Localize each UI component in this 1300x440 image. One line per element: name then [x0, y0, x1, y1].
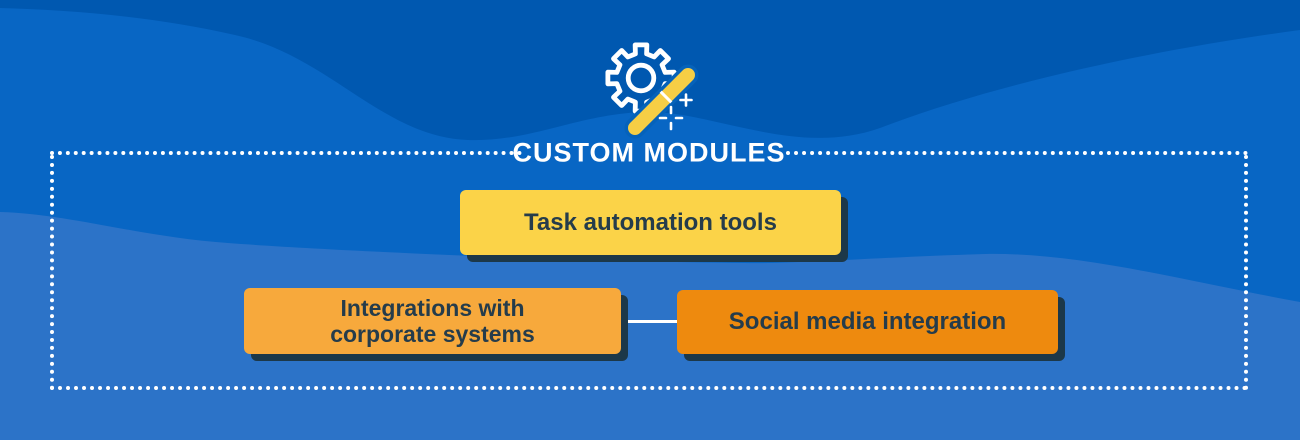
dotted-frame-top-left	[50, 151, 522, 155]
module-integrations-corporate: Integrations with corporate systems	[244, 288, 621, 354]
gear-hub	[625, 62, 657, 94]
module-task-automation: Task automation tools	[460, 190, 841, 255]
sparkle-crosshair-icon	[658, 105, 684, 131]
connector-line	[621, 320, 677, 323]
section-title: CUSTOM MODULES	[512, 137, 786, 168]
wand-icon	[628, 68, 695, 135]
gear-wand-icon	[605, 42, 699, 139]
module-social-media: Social media integration	[677, 290, 1058, 354]
dotted-frame-top-right	[786, 151, 1248, 155]
dotted-frame: CUSTOM MODULES	[50, 138, 1248, 390]
wand-divider	[659, 90, 673, 104]
background-wave-light	[0, 212, 1300, 440]
sparkle-plus-icon	[679, 93, 693, 107]
